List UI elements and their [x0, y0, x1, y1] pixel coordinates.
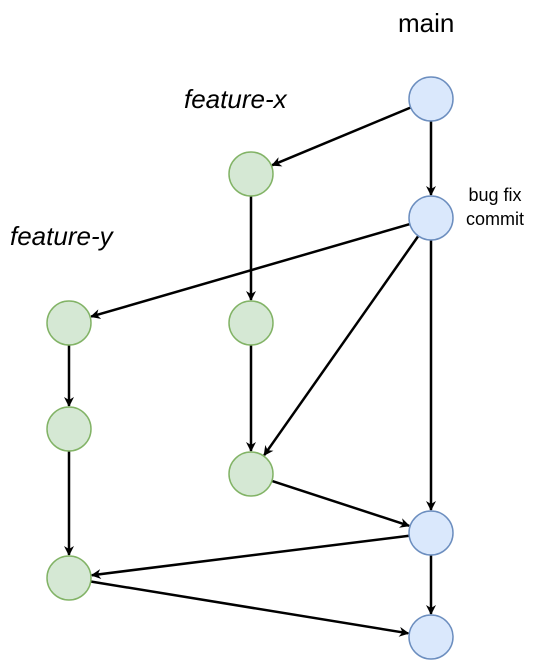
- commit-node-y1: [46, 300, 92, 346]
- edge-m2-to-y1: [90, 222, 411, 319]
- commit-node-m1: [408, 76, 454, 122]
- bug-fix-commit-label: bug fix commit: [466, 183, 524, 231]
- commit-node-m3: [408, 510, 454, 556]
- edge-m1-to-x1: [271, 106, 412, 167]
- feature-y-branch-label: feature-y: [10, 221, 113, 251]
- main-branch-label: main: [398, 8, 455, 38]
- edge-x3-to-m3: [271, 479, 411, 528]
- bug-fix-label-line2: commit: [466, 209, 524, 229]
- bug-fix-label-line1: bug fix: [468, 185, 522, 205]
- edge-m2-to-x3: [263, 235, 420, 457]
- feature-x-branch-label: feature-x: [184, 84, 287, 114]
- edges: [64, 106, 436, 637]
- commit-node-x2: [228, 300, 274, 346]
- commit-node-y2: [46, 406, 92, 452]
- commit-node-m4: [408, 614, 454, 660]
- edge-m3-to-y3: [90, 534, 410, 580]
- commit-node-x1: [228, 151, 274, 197]
- commit-node-x3: [228, 451, 274, 497]
- edge-y3-to-m4: [90, 580, 410, 637]
- commit-node-m2: [408, 195, 454, 241]
- commit-node-y3: [46, 555, 92, 601]
- commits: [46, 76, 454, 660]
